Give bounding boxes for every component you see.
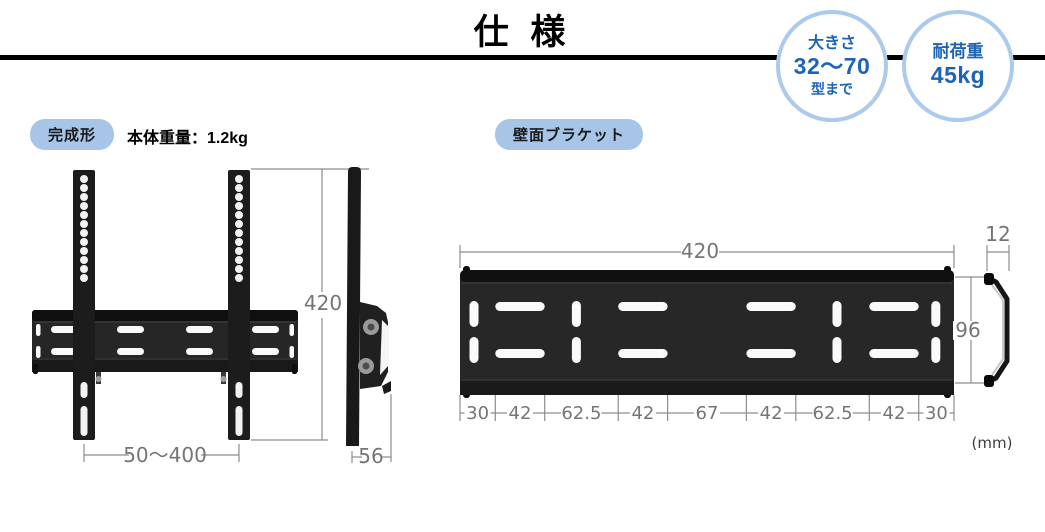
page-title: 仕 様: [473, 13, 572, 52]
tag-completed-form: 完成形: [30, 119, 115, 150]
dim-segment-label: 30: [925, 403, 948, 424]
dim-segment-label: 42: [631, 403, 654, 424]
dim-width-range-label: 50〜400: [123, 443, 207, 467]
badge-screen-size: 大きさ 32〜70 型まで: [776, 10, 888, 122]
dim-profile-depth-label: 12: [985, 225, 1010, 246]
front-view-arms: [73, 170, 250, 440]
dim-segment-label: 42: [760, 403, 783, 424]
weight-note: 本体重量：1.2kg: [127, 130, 248, 147]
side-view-drawing: [346, 167, 391, 446]
unit-note: (mm): [972, 434, 1013, 452]
completed-view-diagram: 420 50〜400 56: [32, 167, 392, 468]
dim-depth-label: 56: [358, 444, 383, 468]
badge-screen-size-value: 32〜70: [793, 53, 871, 80]
bracket-front-view: [460, 266, 954, 398]
wall-bracket-diagram: 420 12 96 30 42 62.5 42 67 42 62.5 42 30…: [459, 225, 1013, 452]
dim-segment-label: 62.5: [561, 403, 601, 424]
front-view-plate: [32, 310, 298, 384]
bracket-dimension-labels: 420 12 96 30 42 62.5 42 67 42 62.5 42 30…: [464, 225, 1013, 452]
dim-segment-label: 42: [509, 403, 532, 424]
dim-segment-label: 62.5: [813, 403, 853, 424]
tag-wall-bracket: 壁面ブラケット: [495, 119, 644, 150]
dim-height-label: 420: [304, 291, 342, 315]
dim-profile-height-label: 96: [955, 318, 980, 342]
badge-screen-size-label: 大きさ: [807, 35, 856, 53]
header-divider: [0, 55, 1045, 60]
badge-load-capacity: 耐荷重 45kg: [902, 10, 1014, 122]
dim-total-width-label: 420: [681, 239, 719, 263]
dim-segment-label: 42: [883, 403, 906, 424]
badge-screen-size-suffix: 型まで: [811, 80, 853, 97]
bracket-profile-view: [984, 273, 1010, 387]
dim-segment-label: 67: [696, 403, 719, 424]
dim-segment-label: 30: [466, 403, 489, 424]
badge-load-capacity-value: 45kg: [930, 62, 986, 89]
badge-load-capacity-label: 耐荷重: [932, 42, 984, 61]
